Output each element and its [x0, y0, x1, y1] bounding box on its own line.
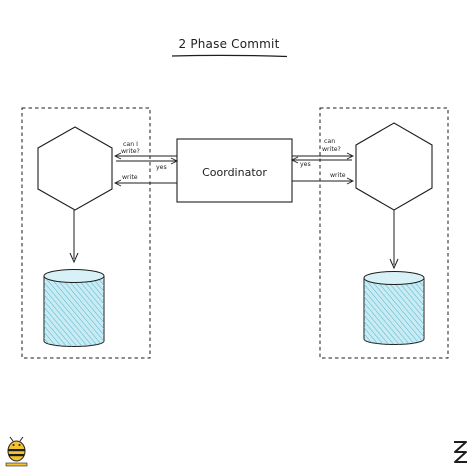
right-request-line-1: can: [324, 138, 335, 145]
arrow-head-right-command: [346, 177, 355, 185]
arrow-head-right-response: [290, 156, 299, 164]
right-messages: can write? yes write: [290, 138, 355, 185]
right-command-label: write: [330, 172, 346, 179]
left-request-line-1: can I: [123, 141, 138, 148]
diagram-title: 2 Phase Commit: [178, 37, 279, 51]
arrow-head-right-request: [346, 152, 355, 160]
title-underline: [171, 54, 288, 58]
right-request-line-2: write?: [322, 146, 341, 153]
database-cylinder-icon: [43, 269, 105, 347]
right-dashed-boundary: [319, 107, 449, 359]
arrow-to-right-database: [389, 258, 399, 270]
left-dashed-boundary: [21, 107, 151, 359]
left-request-line-2: write?: [121, 148, 140, 155]
hexagon-icon: [355, 122, 433, 211]
arrow-head-left-command: [113, 179, 122, 187]
arrow-head-left-request: [113, 152, 122, 160]
left-messages: can I write? yes write: [113, 141, 179, 187]
bee-logo-icon: [5, 436, 28, 467]
left-command-label: write: [122, 174, 138, 181]
left-participant-group: [21, 107, 151, 359]
coordinator-node: Coordinator: [176, 138, 293, 203]
hexagon-icon: [37, 126, 113, 211]
arrow-head-left-response: [170, 157, 179, 165]
coordinator-box: [176, 138, 293, 203]
z-logo-icon: [454, 441, 467, 463]
database-cylinder-icon: [363, 271, 425, 345]
right-response-label: yes: [300, 161, 311, 168]
coordinator-label: Coordinator: [202, 166, 267, 179]
arrow-to-left-database: [69, 252, 79, 264]
left-response-label: yes: [156, 164, 167, 171]
right-participant-group: [319, 107, 449, 359]
